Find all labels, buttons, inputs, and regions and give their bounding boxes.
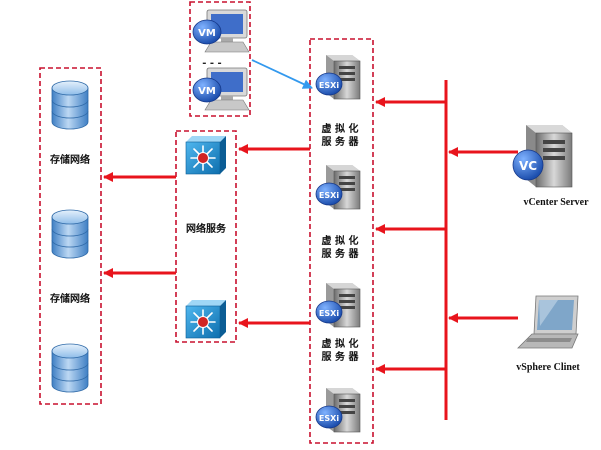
vc-badge-label: VC [519,159,537,173]
vm-badge-label: VM [198,86,216,97]
esxi-server-icon [315,164,361,210]
storage-network-label-bottom: 存储网络 [50,292,90,305]
vm-to-esxi-arrow [251,59,313,89]
esxi-server-group [309,38,374,444]
network-switch-icon [185,135,227,175]
vm-ellipsis: - - - [202,58,221,69]
network-service-label: 网络服务 [186,222,227,235]
esxi-badge-label: ESXi [319,414,339,423]
esxi-badge-label: ESXi [319,309,339,318]
storage-network-group [39,67,102,405]
network-service-group [175,130,237,343]
virtualization-server-label-1a: 虚 拟 化 [322,122,359,135]
network-switch-icon [185,299,227,339]
vcenter-server-label: vCenter Server [523,197,589,208]
virtualization-server-label-3a: 虚 拟 化 [322,337,359,350]
esxi-server-icon [315,282,361,328]
vm-group [189,1,251,117]
virtualization-server-label-2a: 虚 拟 化 [322,234,359,247]
database-icon [51,80,89,130]
esxi-server-icon [315,54,361,100]
esxi-server-icon [315,387,361,433]
virtualization-server-label-2b: 服 务 器 [322,247,360,260]
vsphere-client-label: vSphere Clinet [516,362,580,373]
vm-badge-label: VM [198,28,216,39]
database-icon [51,343,89,393]
vcenter-server-icon [512,125,573,188]
virtualization-server-label-3b: 服 务 器 [322,350,360,363]
esxi-badge-label: ESXi [319,81,339,90]
esxi-badge-label: ESXi [319,191,339,200]
virtualization-server-label-1b: 服 务 器 [322,135,360,148]
storage-network-label-top: 存储网络 [50,153,90,166]
database-icon [51,209,89,259]
vsphere-client-laptop-icon [517,295,579,349]
